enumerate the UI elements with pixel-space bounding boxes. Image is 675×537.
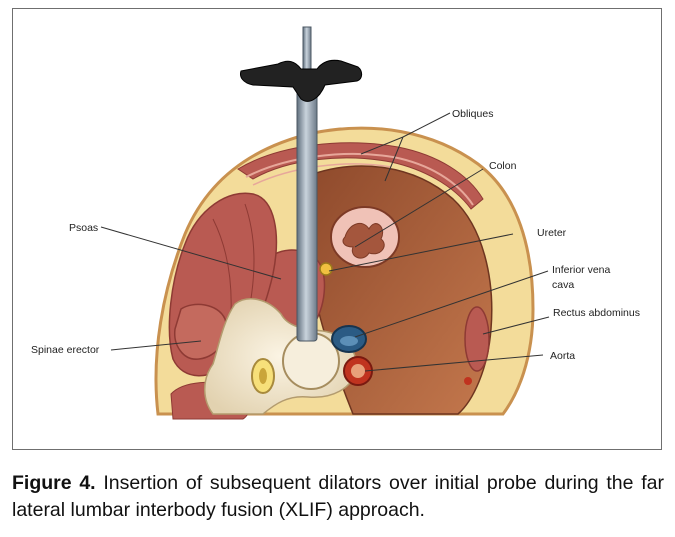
caption-label: Figure 4. [12, 472, 96, 494]
label-inferior-vena-cava-2: cava [552, 279, 574, 291]
label-obliques: Obliques [452, 108, 493, 120]
label-spinae-erector: Spinae erector [31, 344, 100, 356]
leader-lines [100, 112, 550, 372]
anatomy-illustration: Obliques Colon Ureter Inferior vena cava… [31, 26, 640, 420]
label-colon: Colon [489, 160, 517, 172]
label-psoas: Psoas [69, 222, 98, 234]
dilator-tube [296, 78, 318, 342]
label-aorta: Aorta [550, 350, 575, 362]
label-ureter: Ureter [537, 227, 567, 239]
retractor-handle [240, 59, 363, 102]
label-inferior-vena-cava-1: Inferior vena [552, 264, 611, 276]
caption-text: Insertion of subsequent dilators over in… [12, 472, 664, 521]
label-rectus-abdominus: Rectus abdominus [553, 307, 640, 319]
figure-frame: Obliques Colon Ureter Inferior vena cava… [12, 8, 662, 450]
figure-caption: Figure 4. Insertion of subsequent dilato… [12, 470, 664, 524]
rectus-abdominus [464, 306, 490, 372]
ureter [319, 262, 333, 276]
